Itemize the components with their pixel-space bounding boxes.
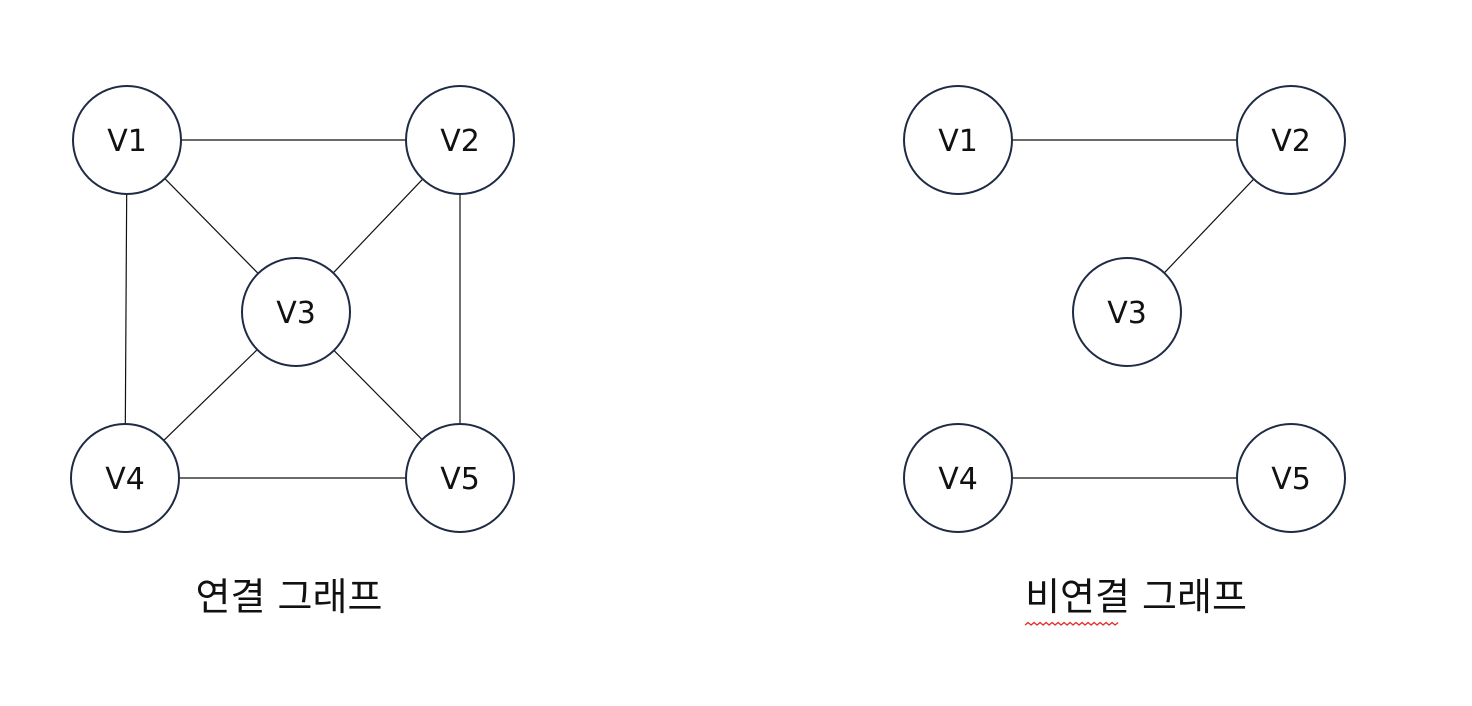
node-label: V1 [938, 124, 978, 159]
node-v4: V4 [903, 423, 1013, 533]
node-v2: V2 [405, 85, 515, 195]
node-label: V2 [440, 124, 480, 159]
node-circle [241, 257, 351, 367]
node-circle [72, 85, 182, 195]
node-v3: V3 [241, 257, 351, 367]
node-circle [1236, 85, 1346, 195]
spellcheck-underline [1024, 621, 1119, 626]
caption-disconnected: 비연결 그래프 [1025, 575, 1247, 619]
node-v3: V3 [1072, 257, 1182, 367]
node-circle [1072, 257, 1182, 367]
edge-v1-v3 [164, 178, 259, 274]
node-v4: V4 [70, 423, 180, 533]
node-label: V1 [107, 124, 147, 159]
node-v2: V2 [1236, 85, 1346, 195]
edge-v3-v4 [163, 349, 258, 441]
node-circle [903, 423, 1013, 533]
node-circle [405, 85, 515, 195]
edge-v2-v3 [332, 178, 424, 274]
node-circle [1236, 423, 1346, 533]
node-circle [405, 423, 515, 533]
node-v5: V5 [1236, 423, 1346, 533]
node-v1: V1 [72, 85, 182, 195]
node-label: V3 [1107, 296, 1147, 331]
node-label: V3 [276, 296, 316, 331]
node-circle [903, 85, 1013, 195]
node-circle [70, 423, 180, 533]
node-label: V2 [1271, 124, 1311, 159]
node-label: V5 [1271, 462, 1311, 497]
edge-v3-v5 [333, 349, 423, 441]
caption-connected: 연결 그래프 [196, 575, 383, 619]
node-v5: V5 [405, 423, 515, 533]
edge-v1-v4 [124, 193, 128, 425]
node-label: V4 [938, 462, 978, 497]
node-v1: V1 [903, 85, 1013, 195]
node-label: V4 [105, 462, 145, 497]
node-label: V5 [440, 462, 480, 497]
edge-v2-v3 [1163, 178, 1255, 274]
